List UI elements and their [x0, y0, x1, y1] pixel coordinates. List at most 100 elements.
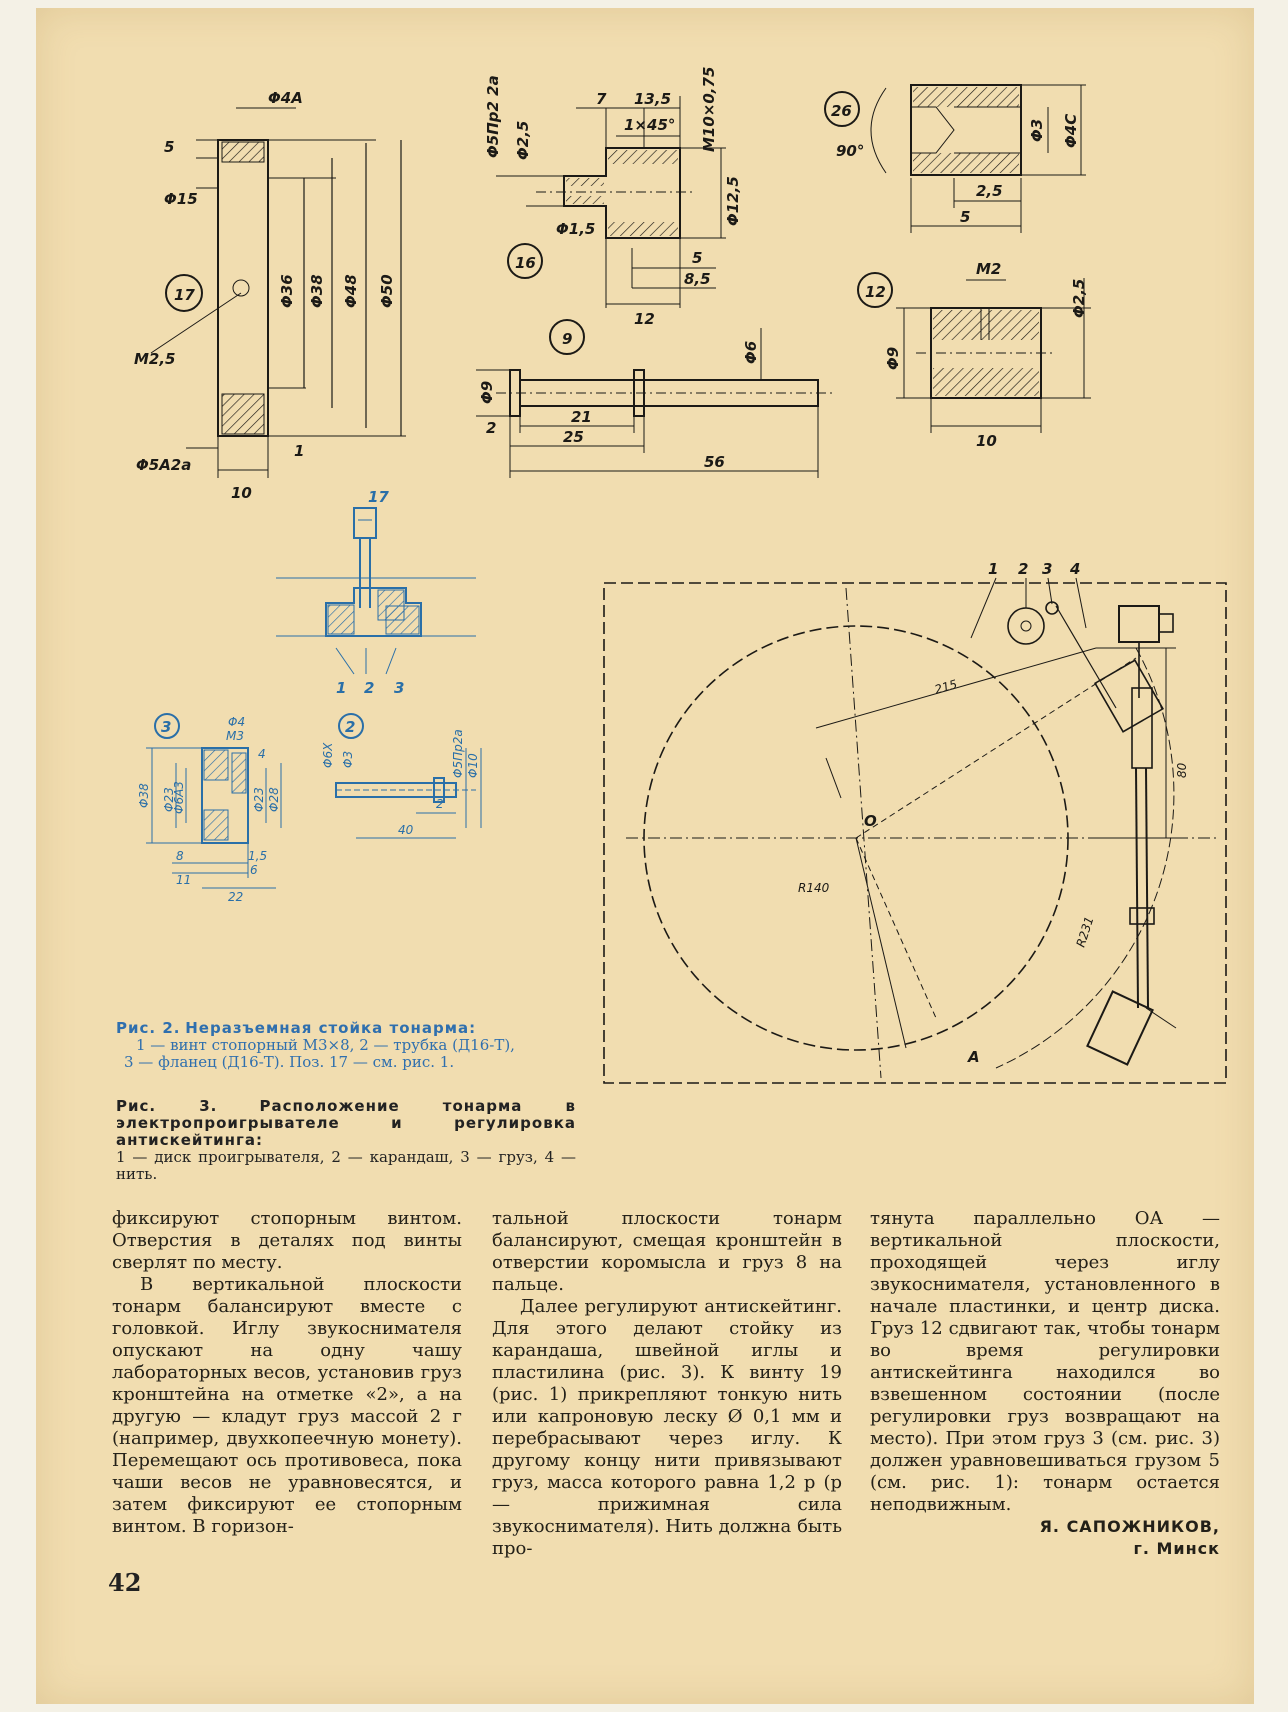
dim-label: Φ6Х	[321, 742, 335, 768]
fig3-callout: 4	[1069, 560, 1080, 578]
detail-number: 16	[515, 254, 536, 272]
caption-line: 1 — винт стопорный М3×8, 2 — трубка (Д16…	[136, 1036, 515, 1054]
fig2-callout: 2	[364, 679, 374, 697]
dim-label: 10	[976, 432, 997, 450]
text-column-3: тянута параллельно ОА — вертикальной пло…	[870, 1208, 1220, 1560]
dim-label: Φ6	[742, 341, 760, 364]
dim-label: 5	[960, 208, 970, 226]
dim-label: Φ4А	[268, 89, 303, 107]
detail-12-drawing	[857, 272, 1091, 433]
detail-number: 12	[865, 283, 886, 301]
fig3-turntable-drawing	[603, 577, 1227, 1084]
caption-title: Расположение тонарма в электропроигрыват…	[116, 1097, 576, 1149]
dim-label: 215	[933, 677, 959, 697]
caption-prefix: Рис. 3.	[116, 1097, 218, 1115]
dim-label: 22	[228, 890, 243, 904]
dim-label: 56	[704, 453, 725, 471]
dim-label: Φ3	[341, 751, 355, 768]
dim-label: 2	[486, 419, 496, 437]
dim-label: R140	[798, 881, 830, 895]
author-name: Я. САПОЖНИКОВ,	[1039, 1517, 1220, 1536]
dim-label: 5	[164, 138, 174, 156]
caption-line: 1 — диск проигрывателя, 2 — карандаш, 3 …	[116, 1148, 576, 1183]
dim-label: Φ4С	[1062, 114, 1080, 148]
fig3-callout: 2	[1018, 560, 1028, 578]
dim-label: 2	[436, 797, 444, 811]
text-column-1: фиксируют стопорным винтом. Отверстия в …	[112, 1208, 462, 1538]
dim-label: 8	[176, 849, 184, 863]
text-column-2: тальной плоскости тонарм балансируют, см…	[492, 1208, 842, 1560]
caption-title: Неразъемная стойка тонарма:	[185, 1019, 477, 1037]
dim-label: Φ50	[378, 274, 396, 308]
paragraph: Далее регулируют антискейтинг. Для этого…	[492, 1296, 842, 1559]
dim-label: 10	[231, 484, 252, 502]
dim-label: М3	[226, 729, 244, 743]
author-city: г. Минск	[1133, 1539, 1220, 1558]
detail-number: 17	[174, 286, 195, 304]
dim-label: О	[864, 812, 877, 830]
dim-label: М2,5	[134, 350, 176, 368]
fig2-detail-number: 2	[345, 718, 355, 736]
fig3-callout: 1	[988, 560, 998, 578]
dim-label: Φ6А3	[172, 781, 186, 814]
dim-label: 4	[258, 747, 266, 761]
dim-label: 80	[1175, 762, 1189, 778]
caption-prefix: Рис. 2.	[116, 1019, 181, 1037]
detail-9-drawing	[476, 319, 836, 478]
detail-17-drawing	[150, 107, 406, 478]
dim-label: 90°	[836, 142, 864, 160]
page-number: 42	[108, 1568, 142, 1597]
dim-label: 13,5	[634, 90, 671, 108]
dim-label: Φ2,5	[514, 121, 532, 160]
dim-label: 12	[634, 310, 655, 328]
dim-label: Φ3	[1028, 119, 1046, 142]
dim-label: 40	[398, 823, 414, 837]
dim-label: 5	[692, 249, 702, 267]
dim-label: Φ4	[228, 715, 245, 729]
fig2-caption: Рис. 2. Неразъемная стойка тонарма: 1 — …	[116, 1020, 576, 1071]
dim-label: 6	[250, 863, 258, 877]
dim-label: 21	[571, 408, 592, 426]
dim-label: Φ48	[342, 274, 360, 308]
detail-number: 9	[562, 330, 572, 348]
dim-label: Φ15	[164, 190, 198, 208]
dim-label: Φ38	[137, 783, 151, 808]
dim-label: Φ9	[884, 347, 902, 370]
dim-label: А	[967, 1048, 980, 1066]
dim-label: 11	[176, 873, 191, 887]
dim-label: 7	[596, 90, 607, 108]
dim-label: Φ1,5	[556, 220, 595, 238]
caption-line: 3 — фланец (Д16-Т). Поз. 17 — см. рис. 1…	[124, 1053, 455, 1071]
paragraph: тальной плоскости тонарм балансируют, см…	[492, 1208, 842, 1295]
dim-label: Φ23	[252, 787, 266, 812]
dim-label: Φ10	[466, 753, 480, 778]
dim-label: Φ12,5	[724, 176, 742, 226]
dim-label: 1×45°	[624, 116, 675, 134]
dim-label: Φ5Пр2а	[451, 729, 465, 778]
technical-drawings: Φ4А 5 Φ15 Φ36 Φ38 Φ48 Φ50 М2,5 1 Φ5А2а 1…	[134, 67, 1227, 1084]
fig3-callout: 3	[1042, 560, 1052, 578]
dim-label: Φ38	[308, 274, 326, 308]
dim-label: Φ28	[267, 787, 281, 812]
dim-label: Φ5А2а	[136, 456, 191, 474]
fig2-callout: 3	[394, 679, 404, 697]
dim-label: М10×0,75	[700, 67, 718, 152]
dim-label: 8,5	[684, 270, 711, 288]
paragraph: тянута параллельно ОА — вертикальной пло…	[870, 1208, 1220, 1515]
paragraph: фиксируют стопорным винтом. Отверстия в …	[112, 1208, 462, 1273]
detail-number: 26	[831, 102, 852, 120]
fig2-details-drawing	[146, 713, 482, 889]
detail-26-drawing	[824, 84, 1086, 233]
dim-label: 2,5	[976, 182, 1003, 200]
dim-label: 1	[294, 442, 304, 460]
dim-label: Φ2,5	[1070, 279, 1088, 318]
dim-label: Φ9	[478, 381, 496, 404]
paragraph: В вертикальной плоскости тонарм балансир…	[112, 1274, 462, 1537]
detail-16-drawing	[496, 96, 726, 308]
dim-label: R231	[1074, 915, 1097, 949]
dim-label: Φ36	[278, 274, 296, 308]
fig2-callout: 1	[336, 679, 346, 697]
dim-label: 1,5	[248, 849, 267, 863]
fig2-assembly-drawing	[276, 507, 476, 675]
fig3-caption: Рис. 3. Расположение тонарма в электропр…	[116, 1098, 576, 1183]
